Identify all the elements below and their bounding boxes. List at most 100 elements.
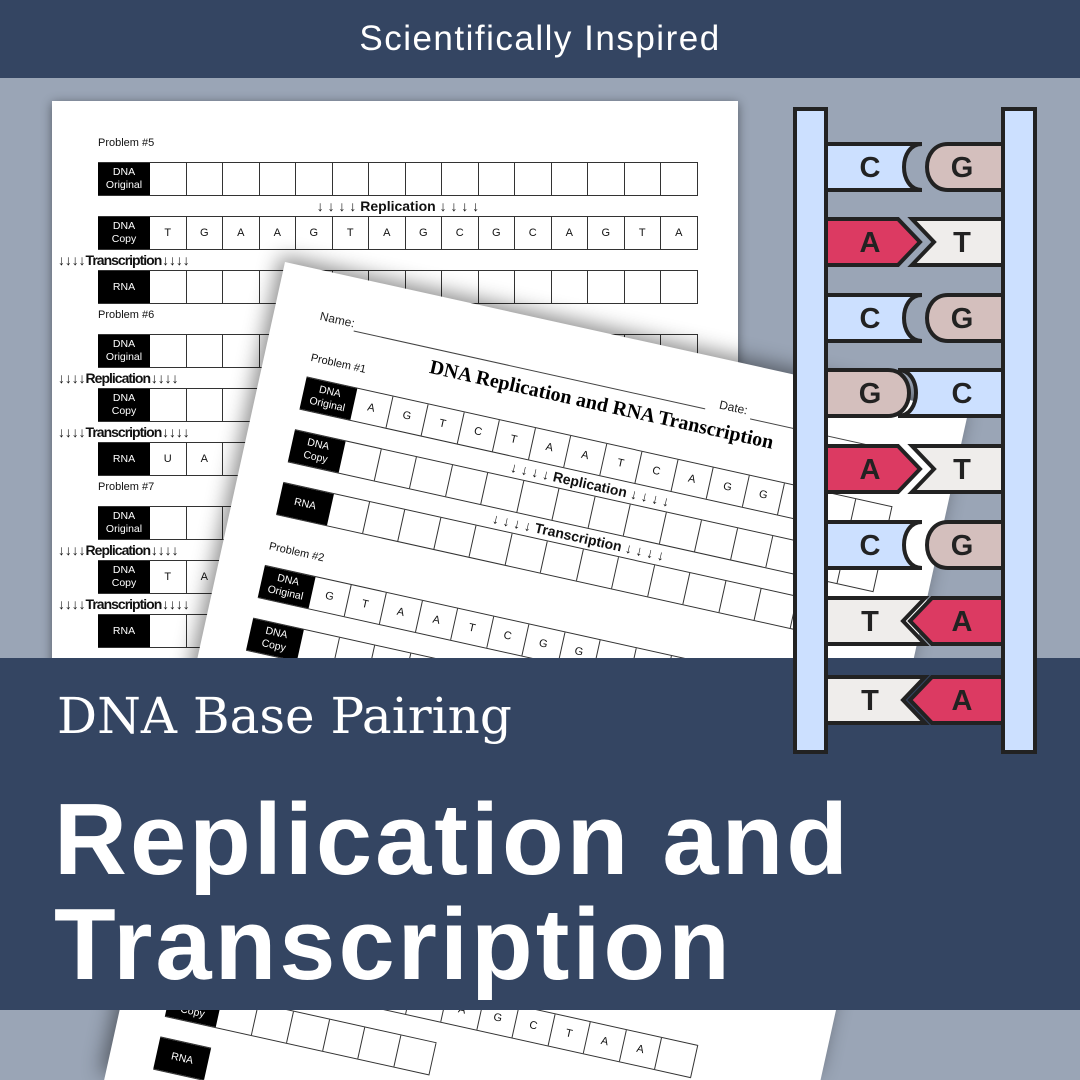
base-letter: T [953,227,971,259]
base-cell[interactable]: A [223,217,260,249]
base-cell[interactable]: T [625,217,661,249]
base-cell[interactable]: A [661,217,698,249]
base-letter: G [951,530,974,562]
base-cell[interactable] [406,271,442,303]
base-cell[interactable] [150,615,187,647]
base-cell[interactable] [625,163,661,195]
base-cell[interactable]: U [150,443,187,475]
base-cell[interactable] [223,271,260,303]
base-cell[interactable] [661,615,698,647]
base-cell[interactable] [588,163,625,195]
base-cell[interactable] [187,507,223,539]
base-cell[interactable] [260,389,296,421]
base-cell[interactable] [187,389,223,421]
base-cell[interactable] [588,271,625,303]
base-cell[interactable] [223,335,260,367]
base-cell[interactable] [552,335,588,367]
replication-arrow-label: ↓ ↓ ↓ ↓ Replication ↓ ↓ ↓ ↓ [316,198,480,214]
base-cell[interactable] [625,615,661,647]
base-cell[interactable] [369,163,406,195]
base-cell[interactable] [442,561,479,593]
transcription-arrow-label: ↓ ↓ ↓ ↓ Transcription ↓ ↓ ↓ ↓ [58,596,190,612]
base-cell[interactable] [223,507,260,539]
base-cell[interactable] [296,271,333,303]
left-backbone [793,107,828,754]
base-cell[interactable] [223,163,260,195]
base-cell[interactable] [260,163,296,195]
base-cell[interactable]: G [187,217,223,249]
base-cell[interactable] [150,335,187,367]
base-cell[interactable] [515,163,552,195]
row-label-text: DNA [112,510,136,522]
base-cell[interactable] [552,163,588,195]
base-cell[interactable] [150,271,187,303]
base-cell[interactable] [333,163,369,195]
base-cell[interactable] [661,271,698,303]
base-cell[interactable] [187,163,223,195]
title-line-2: Transcription [54,889,733,1001]
base-cell[interactable] [333,271,369,303]
base-cell[interactable] [661,163,698,195]
base-cell[interactable] [588,335,625,367]
base-cell[interactable]: A [552,217,588,249]
base-cell[interactable]: G [296,217,333,249]
base-cell[interactable]: A [187,561,223,593]
base-cell[interactable]: A [187,443,223,475]
base-cell[interactable] [369,271,406,303]
base-cell[interactable] [260,271,296,303]
base-cell[interactable] [223,443,260,475]
base-cell[interactable] [187,271,223,303]
base-cell[interactable] [223,561,260,593]
base-cell[interactable] [150,389,187,421]
base-cell[interactable] [442,163,479,195]
base-cell[interactable] [625,335,661,367]
base-cell[interactable]: G [588,217,625,249]
row-label-text: Copy [111,577,137,589]
brand-name: Scientifically Inspired [359,19,721,58]
base-cell[interactable] [187,615,223,647]
base-cell[interactable]: T [150,561,187,593]
base-cell[interactable] [625,271,661,303]
base-cell[interactable] [406,163,442,195]
base-cell[interactable] [150,507,187,539]
base-cell[interactable]: T [150,217,187,249]
base-cell[interactable] [187,335,223,367]
base-cell[interactable] [406,561,442,593]
rna-row: RNA [153,1036,212,1080]
base-cell[interactable] [515,271,552,303]
base-cell[interactable] [515,335,552,367]
base-cell[interactable] [655,1037,698,1078]
base-cell[interactable] [552,271,588,303]
rna-row: RNA [98,270,698,304]
row-label-text: DNA [112,564,136,576]
base-cell[interactable] [393,1035,437,1075]
base-cell[interactable] [661,335,698,367]
row-label-text: RNA [170,1049,195,1067]
base-cell[interactable] [223,389,260,421]
subtitle: DNA Base Pairing [57,687,512,745]
base-cell[interactable]: C [442,217,479,249]
base-cell[interactable]: C [515,217,552,249]
row-label-text: RNA [112,624,136,637]
base-cell[interactable]: A [369,217,406,249]
base-letter: C [860,530,881,562]
base-cell[interactable]: T [333,217,369,249]
base-cell[interactable]: A [260,217,296,249]
base-cell[interactable] [442,271,479,303]
cytosine-base-shape [897,368,1005,418]
row-label-text: RNA [112,280,136,293]
base-cell[interactable] [479,271,515,303]
base-cell[interactable] [150,163,187,195]
base-cell[interactable] [479,163,515,195]
base-cell[interactable] [296,163,333,195]
base-cell[interactable]: G [479,217,515,249]
base-cell[interactable]: G [406,217,442,249]
base-letter: A [860,454,881,486]
row-label: RNA [98,443,150,475]
